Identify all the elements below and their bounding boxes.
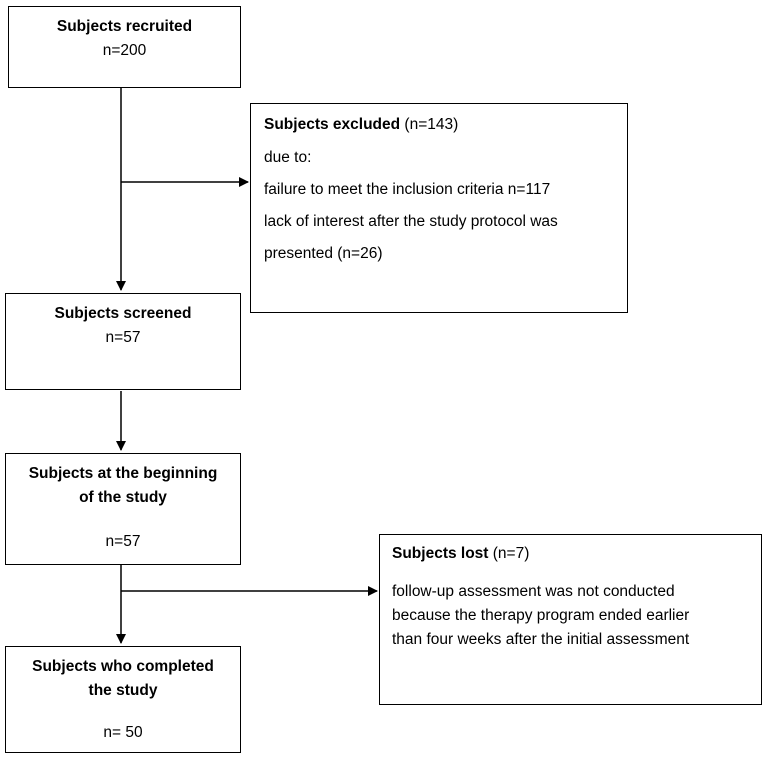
lost-count: (n=7) [488, 545, 530, 562]
completed-title-line1: Subjects who completed [32, 658, 214, 675]
box-subjects-recruited: Subjects recruited n=200 [8, 6, 241, 88]
lost-reason-line: follow-up assessment was not conducted [392, 583, 675, 600]
beginning-title-line1: Subjects at the beginning [28, 465, 218, 482]
excluded-reason-line: failure to meet the inclusion criteria n… [264, 181, 551, 198]
lost-reason-line: than four weeks after the initial assess… [392, 631, 690, 648]
completed-count: n= 50 [103, 724, 143, 741]
screened-count: n=57 [105, 329, 141, 346]
box-subjects-screened: Subjects screened n=57 [5, 293, 241, 390]
recruited-title: Subjects recruited [56, 18, 193, 35]
lost-reason-line: because the therapy program ended earlie… [392, 607, 690, 624]
box-subjects-excluded: Subjects excluded (n=143) due to: failur… [250, 103, 628, 313]
beginning-title-line2: of the study [79, 489, 167, 506]
screened-title: Subjects screened [54, 305, 192, 322]
box-subjects-completed: Subjects who completed the study n= 50 [5, 646, 241, 753]
excluded-reason-line: lack of interest after the study protoco… [264, 213, 558, 230]
beginning-count: n=57 [105, 533, 141, 550]
lost-title: Subjects lost [392, 545, 489, 562]
completed-title-line2: the study [88, 682, 158, 699]
recruited-count: n=200 [102, 42, 147, 59]
box-subjects-beginning: Subjects at the beginning of the study n… [5, 453, 241, 565]
excluded-count: (n=143) [400, 116, 459, 133]
box-subjects-lost: Subjects lost (n=7) follow-up assessment… [379, 534, 762, 705]
excluded-reason-line: due to: [264, 149, 312, 166]
excluded-title: Subjects excluded [264, 116, 401, 133]
excluded-reason-line: presented (n=26) [264, 245, 383, 262]
